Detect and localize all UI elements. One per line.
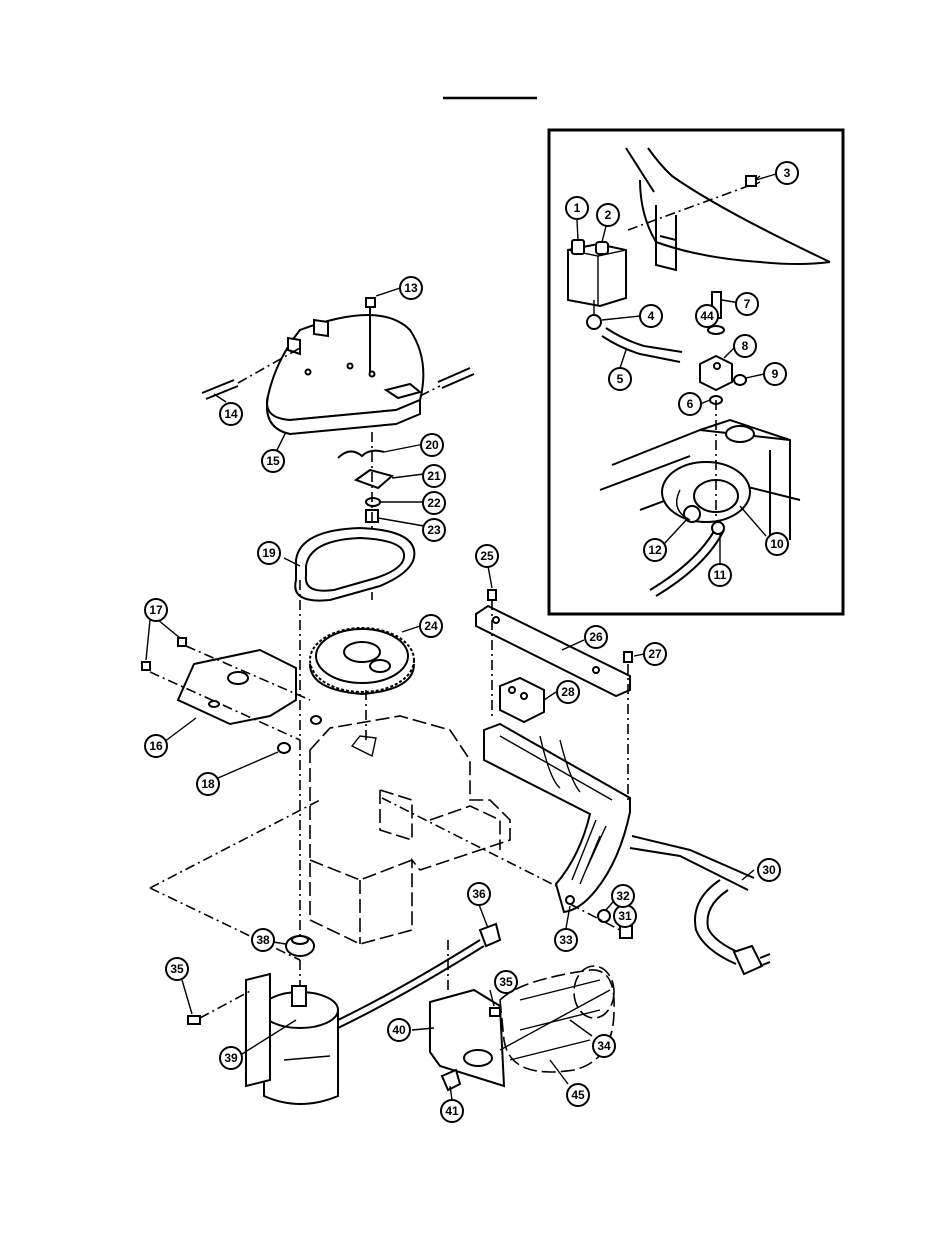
- callout-label: 24: [424, 619, 438, 633]
- power-cord: [630, 836, 770, 974]
- callout-c23: 23: [423, 519, 445, 541]
- bracket-assembly: [476, 590, 632, 912]
- drive-belt: [295, 528, 414, 601]
- callout-label: 13: [404, 281, 418, 295]
- callout-label: 35: [499, 975, 513, 989]
- callout-c25: 25: [476, 545, 498, 567]
- callout-label: 44: [700, 309, 714, 323]
- callout-c34: 34: [593, 1035, 615, 1057]
- callout-label: 32: [616, 889, 630, 903]
- callout-label: 34: [597, 1039, 611, 1053]
- callout-label: 16: [149, 739, 163, 753]
- callout-c38: 38: [252, 929, 274, 951]
- callout-label: 33: [559, 933, 573, 947]
- callout-label: 12: [648, 543, 662, 557]
- callout-c20: 20: [421, 434, 443, 456]
- callout-c28: 28: [557, 681, 579, 703]
- callout-label: 1: [574, 201, 581, 215]
- callout-c17: 17: [145, 599, 167, 621]
- callout-c22: 22: [423, 492, 445, 514]
- callout-label: 39: [224, 1051, 238, 1065]
- callout-c21: 21: [423, 465, 445, 487]
- callout-c3: 3: [776, 162, 798, 184]
- callout-c13: 13: [400, 277, 422, 299]
- callout-label: 31: [618, 909, 632, 923]
- callout-label: 14: [224, 407, 238, 421]
- callout-c4: 4: [640, 305, 662, 327]
- inset-detail: [549, 130, 843, 614]
- callout-c16: 16: [145, 735, 167, 757]
- callout-c12: 12: [644, 539, 666, 561]
- mounting-plate: [142, 638, 321, 753]
- callout-c36: 36: [468, 883, 490, 905]
- callout-c19: 19: [258, 542, 280, 564]
- callout-c7: 7: [736, 293, 758, 315]
- callout-c35a: 35: [166, 958, 188, 980]
- callout-c44: 44: [696, 305, 718, 327]
- callout-label: 9: [772, 367, 779, 381]
- callout-label: 6: [687, 397, 694, 411]
- callout-label: 19: [262, 546, 276, 560]
- callout-c1: 1: [566, 197, 588, 219]
- callout-c33: 33: [555, 929, 577, 951]
- callout-c5: 5: [609, 368, 631, 390]
- callout-label: 26: [589, 630, 603, 644]
- callout-c9: 9: [764, 363, 786, 385]
- callout-c24: 24: [420, 615, 442, 637]
- callout-label: 3: [784, 166, 791, 180]
- drive-gear: [310, 628, 414, 694]
- callout-label: 41: [445, 1104, 459, 1118]
- callout-label: 38: [256, 933, 270, 947]
- callout-c11: 11: [709, 564, 731, 586]
- callout-label: 2: [605, 208, 612, 222]
- callout-c40: 40: [388, 1019, 410, 1041]
- callout-c41: 41: [441, 1100, 463, 1122]
- callout-c8: 8: [734, 335, 756, 357]
- callout-c27: 27: [644, 643, 666, 665]
- callout-c31: 31: [614, 905, 636, 927]
- callout-label: 30: [762, 863, 776, 877]
- callout-c32: 32: [612, 885, 634, 907]
- callout-label: 36: [472, 887, 486, 901]
- callout-label: 11: [714, 568, 727, 582]
- callout-label: 35: [170, 962, 184, 976]
- callout-label: 40: [392, 1023, 406, 1037]
- callout-label: 22: [427, 496, 441, 510]
- callout-c45: 45: [567, 1084, 589, 1106]
- callout-c15: 15: [262, 450, 284, 472]
- callout-label: 7: [744, 297, 751, 311]
- callout-label: 27: [648, 647, 662, 661]
- callout-label: 18: [201, 777, 215, 791]
- callout-c18: 18: [197, 773, 219, 795]
- callout-label: 23: [427, 523, 441, 537]
- callout-label: 21: [427, 469, 441, 483]
- callout-label: 28: [561, 685, 575, 699]
- callout-c35b: 35: [495, 971, 517, 993]
- callout-c39: 39: [220, 1047, 242, 1069]
- callout-label: 17: [149, 603, 163, 617]
- callout-label: 25: [480, 549, 494, 563]
- callout-c14: 14: [220, 403, 242, 425]
- callout-label: 15: [266, 454, 280, 468]
- callout-label: 10: [770, 537, 784, 551]
- callout-label: 4: [648, 309, 655, 323]
- callout-c6: 6: [679, 393, 701, 415]
- callout-label: 45: [571, 1088, 585, 1102]
- callout-label: 8: [742, 339, 749, 353]
- callout-c26: 26: [585, 626, 607, 648]
- callout-label: 5: [617, 372, 624, 386]
- callout-c30: 30: [758, 859, 780, 881]
- callout-c2: 2: [597, 204, 619, 226]
- callout-c10: 10: [766, 533, 788, 555]
- callout-label: 20: [425, 438, 439, 452]
